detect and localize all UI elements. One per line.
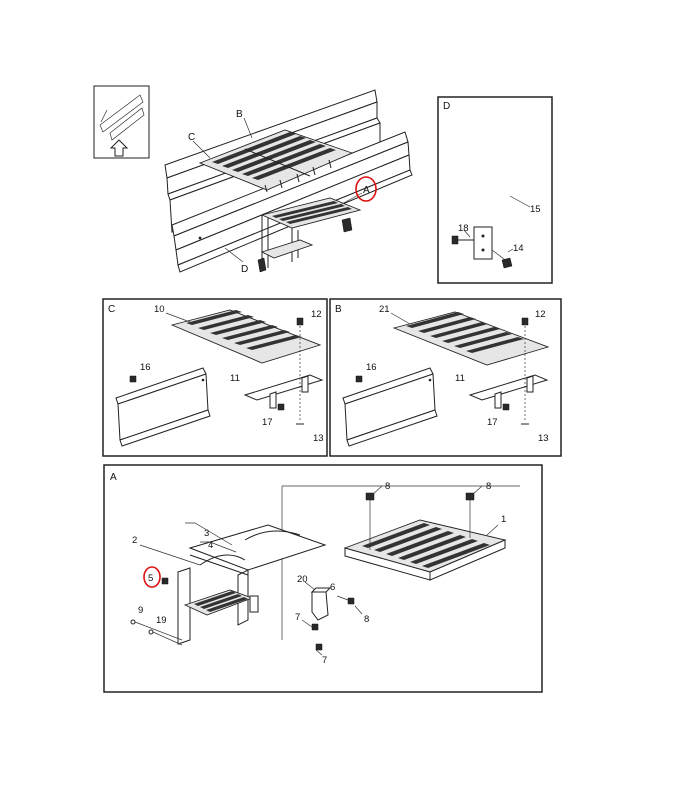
step-plate-1 xyxy=(343,519,507,581)
nut-14 xyxy=(491,249,513,269)
bolt-17b xyxy=(502,403,510,411)
panel-d: D 15 18 14 xyxy=(437,96,553,284)
panel-c: C 1 xyxy=(102,298,328,457)
nut-16b xyxy=(355,375,363,383)
label-16b: 16 xyxy=(366,362,377,373)
panel-b: B 2 xyxy=(329,298,562,457)
panel-d-frame xyxy=(437,96,553,284)
nut-8 xyxy=(347,597,355,605)
label-8-top-right: 8 xyxy=(486,481,491,492)
bolt-8-left xyxy=(365,492,375,550)
step-assembly xyxy=(257,197,362,273)
panel-c-title: C xyxy=(108,304,115,315)
bolt-7a xyxy=(311,623,319,631)
label-20: 20 xyxy=(297,574,308,585)
nut-16 xyxy=(129,375,137,383)
washer-19 xyxy=(148,629,154,635)
bolt-12b xyxy=(521,317,529,422)
panel-a-frame xyxy=(103,464,543,693)
deck-plate-assembly xyxy=(198,129,354,193)
label-19: 19 xyxy=(156,615,167,626)
bolt-12 xyxy=(296,317,304,422)
bolt-17 xyxy=(277,403,285,411)
label-10: 10 xyxy=(154,304,165,315)
label-12b: 12 xyxy=(535,309,546,320)
callout-b: B xyxy=(236,109,243,120)
label-6: 6 xyxy=(330,582,335,593)
deck-plate-21 xyxy=(392,311,550,366)
panel-b-frame xyxy=(329,298,562,457)
label-8-right: 8 xyxy=(364,614,369,625)
label-2: 2 xyxy=(132,535,137,546)
label-15: 15 xyxy=(530,204,541,215)
label-7-lower: 7 xyxy=(322,655,327,666)
label-13b: 13 xyxy=(538,433,549,444)
label-9: 9 xyxy=(138,605,143,616)
bolt-18 xyxy=(451,235,474,245)
label-8-top-left: 8 xyxy=(385,481,390,492)
highlight-circle-a xyxy=(355,176,377,202)
bolt-7b xyxy=(315,643,323,651)
label-5: 5 xyxy=(148,573,153,584)
mount-bracket-20 xyxy=(310,587,332,621)
label-3: 3 xyxy=(204,528,209,539)
label-21: 21 xyxy=(379,304,390,315)
panel-b-title: B xyxy=(335,304,342,315)
panel-c-frame xyxy=(102,298,328,457)
label-14: 14 xyxy=(513,243,524,254)
support-bracket-11 xyxy=(243,374,324,409)
label-17b: 17 xyxy=(487,417,498,428)
label-13: 13 xyxy=(313,433,324,444)
panel-a-title: A xyxy=(110,472,117,483)
label-1: 1 xyxy=(501,514,506,525)
step-frame-assembly xyxy=(177,524,327,645)
callout-a: A xyxy=(363,185,370,196)
label-4: 4 xyxy=(208,540,213,551)
deck-plate-10 xyxy=(170,309,322,364)
label-17: 17 xyxy=(262,417,273,428)
callout-c: C xyxy=(188,132,195,143)
label-11: 11 xyxy=(230,373,240,384)
label-16: 16 xyxy=(140,362,151,373)
panel-d-title: D xyxy=(443,101,450,112)
label-18: 18 xyxy=(458,223,469,234)
orientation-arrow-icon xyxy=(93,85,150,159)
callout-d: D xyxy=(241,264,248,275)
washer-9 xyxy=(130,619,136,625)
grab-handle xyxy=(473,112,535,260)
frame-rail-b xyxy=(342,367,438,447)
label-11b: 11 xyxy=(455,373,465,384)
frame-rail-c xyxy=(115,367,211,447)
support-bracket-11b xyxy=(468,374,549,409)
bolt-5 xyxy=(161,577,169,585)
label-7-upper: 7 xyxy=(295,612,300,623)
label-12: 12 xyxy=(311,309,322,320)
panel-a: A xyxy=(103,464,543,693)
overview-view: C B A D xyxy=(93,85,413,275)
highlight-circle-5 xyxy=(143,566,161,588)
